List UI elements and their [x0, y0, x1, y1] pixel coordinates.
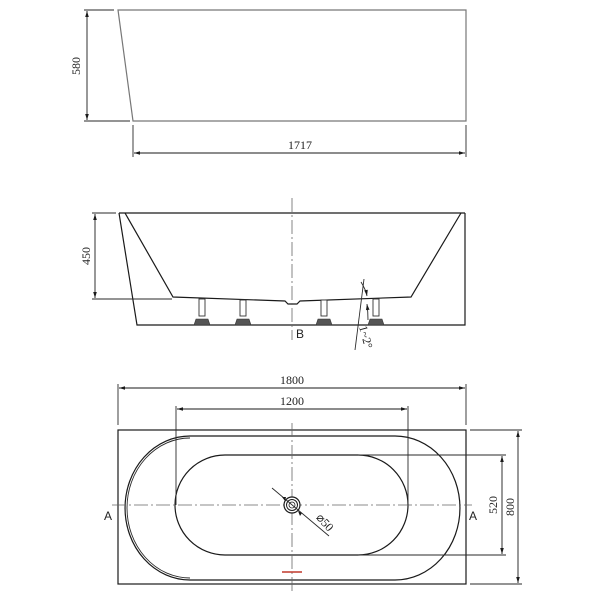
drain-dimension-label: ⌀50	[313, 510, 336, 534]
slope-angle-label: 1~2°	[356, 324, 376, 350]
adjustable-leg	[367, 298, 385, 326]
depth-dimension-label: 450	[79, 247, 93, 265]
plan-view: A A ⌀50 1800 1200 520 800	[104, 373, 522, 592]
overall-width-dimension-label: 800	[503, 498, 517, 516]
tub-rim-outline	[124, 435, 461, 581]
inner-length-dimension-label: 1200	[280, 394, 304, 408]
height-dimension-label: 580	[69, 57, 83, 75]
inner-width-dimension-label: 520	[486, 496, 500, 514]
adjustable-leg	[234, 299, 252, 326]
length-dimension-label: 1717	[288, 138, 312, 152]
adjustable-leg	[315, 299, 333, 326]
drain-dimension-leader	[271, 487, 330, 537]
adjustable-leg	[193, 298, 211, 326]
section-a-marker-right: A	[469, 509, 477, 523]
tub-front-outline	[117, 9, 467, 122]
section-b-marker: B	[296, 327, 304, 341]
tub-outer-shell	[118, 212, 466, 326]
section-b-view: B 450 1~2°	[79, 198, 466, 351]
overall-length-dimension-label: 1800	[280, 373, 304, 387]
section-a-marker-left: A	[104, 509, 112, 523]
tub-inner-basin	[124, 212, 462, 305]
front-elevation-view: 580 1717	[69, 9, 467, 157]
slope-angle-leader	[354, 278, 365, 351]
tub-rim-outline-inner-edge	[126, 437, 191, 579]
